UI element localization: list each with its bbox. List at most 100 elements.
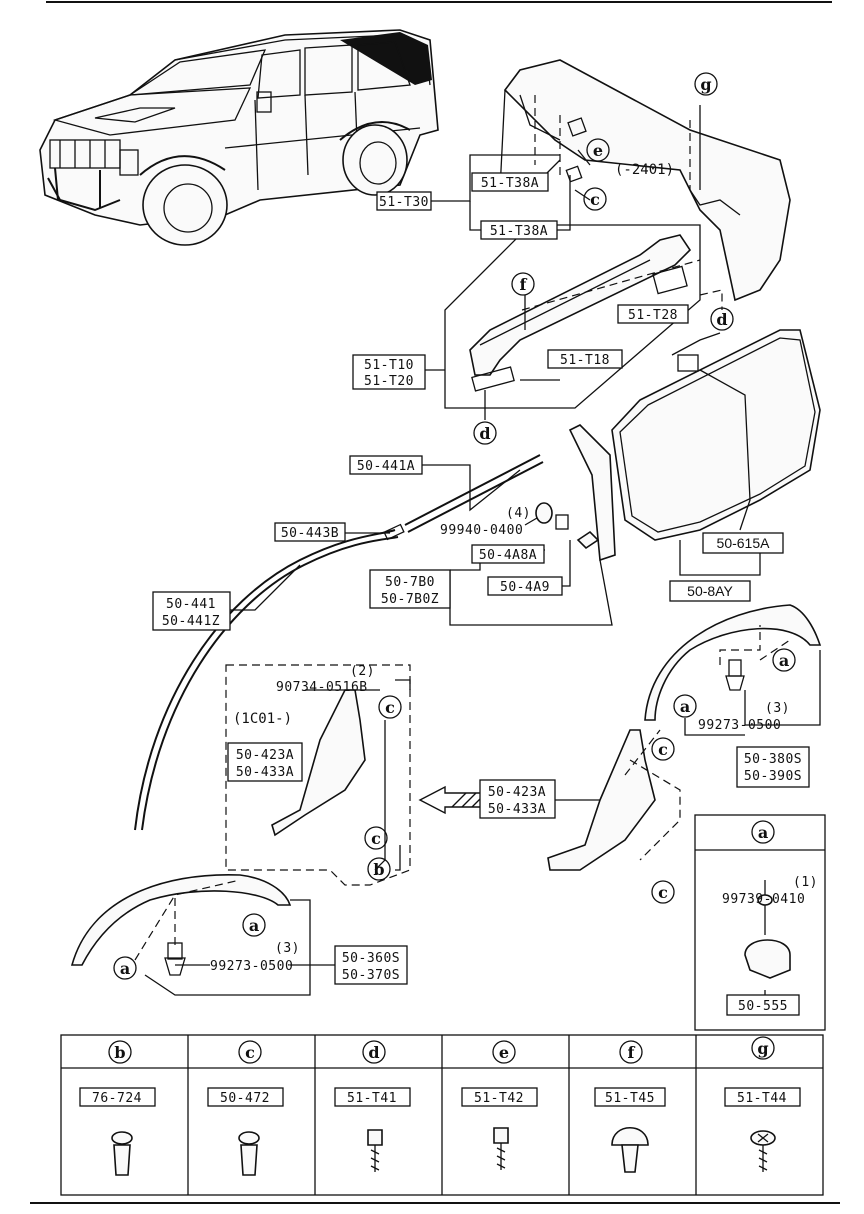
label-50-4a8a: 50-4A8A <box>479 548 537 563</box>
label-51-t18: 51-T18 <box>560 353 610 368</box>
label-50-4a9: 50-4A9 <box>500 580 550 595</box>
table-label-51-t45: 51-T45 <box>605 1091 655 1106</box>
label-50-380s: 50-380S <box>744 752 802 767</box>
label-50-7b0: 50-7B0 <box>385 575 435 590</box>
label-qty-4: (4) <box>506 506 531 521</box>
label-50-360s: 50-360S <box>342 951 400 966</box>
label-50-423a-box: 50-423A <box>236 748 294 763</box>
table-header-c: c <box>238 1040 262 1064</box>
label-50-441: 50-441 <box>166 597 216 612</box>
label-51-t20: 51-T20 <box>364 374 414 389</box>
table-header-e: e <box>492 1040 516 1064</box>
label-50-423a: 50-423A <box>488 785 546 800</box>
svg-text:c: c <box>371 829 381 848</box>
callout-a-upper-left: a <box>673 694 697 718</box>
label-50-7b0z: 50-7B0Z <box>381 592 439 607</box>
svg-text:g: g <box>757 1039 768 1058</box>
label-50-443b: 50-443B <box>281 526 339 541</box>
label-99273-0500-lower: 99273-0500 <box>210 959 293 974</box>
vehicle-illustration <box>39 29 439 246</box>
label-50-615a: 50-615A <box>717 535 771 551</box>
part-labels: 51-T30 51-T38A 51-T38A (-2401) 51-T28 51… <box>79 162 818 1107</box>
label-51-t10: 51-T10 <box>364 358 414 373</box>
label-50-8ay: 50-8AY <box>687 583 733 599</box>
svg-text:a: a <box>680 697 690 716</box>
label-51-t38a-lower: 51-T38A <box>490 224 548 239</box>
label-50-555: 50-555 <box>738 999 788 1014</box>
table-label-50-472: 50-472 <box>220 1091 270 1106</box>
clip-c-drawing <box>238 1131 260 1176</box>
label-51-t38a-upper: 51-T38A <box>481 176 539 191</box>
callout-a-lower-left: a <box>113 956 137 980</box>
front-wheel-arch-molding <box>70 874 292 976</box>
label-qty-3-lower: (3) <box>275 941 300 956</box>
svg-text:d: d <box>716 310 727 329</box>
svg-text:d: d <box>479 424 490 443</box>
leader-lines <box>144 105 821 1000</box>
pillar-garnish <box>568 424 616 562</box>
svg-text:c: c <box>658 883 668 902</box>
callout-a-upper-right: a <box>772 648 796 672</box>
callout-f: f <box>511 272 535 296</box>
screw-g-drawing <box>750 1130 776 1172</box>
svg-text:f: f <box>520 275 528 294</box>
svg-text:f: f <box>628 1043 636 1062</box>
roof-rail-group <box>444 224 723 409</box>
callout-c-mud-top: c <box>651 737 675 761</box>
inset-box-a <box>694 814 826 1031</box>
table-label-76-724: 76-724 <box>92 1091 142 1106</box>
svg-text:c: c <box>385 698 395 717</box>
table-label-51-t44: 51-T44 <box>737 1091 787 1106</box>
callout-c-box-bottom: c <box>364 826 388 850</box>
label-qty-1: (1) <box>793 875 818 890</box>
table-label-51-t41: 51-T41 <box>347 1091 397 1106</box>
label-99940-0400: 99940-0400 <box>440 523 523 538</box>
clip-b-drawing <box>111 1131 133 1176</box>
svg-text:c: c <box>590 190 600 209</box>
rear-roof-panel <box>499 59 791 302</box>
label-51-t28: 51-T28 <box>628 308 678 323</box>
rear-wheel-arch-molding <box>644 604 822 721</box>
svg-text:a: a <box>758 823 768 842</box>
svg-text:b: b <box>114 1043 125 1062</box>
label-99739-0410: 99739-0410 <box>722 892 805 907</box>
mudguard-right <box>547 729 681 871</box>
label-50-433a: 50-433A <box>488 802 546 817</box>
label-50-390s: 50-390S <box>744 769 802 784</box>
callout-letters: g e c f d d a a c c b c c a a a b c d e … <box>108 72 796 1064</box>
label-50-370s: 50-370S <box>342 968 400 983</box>
svg-text:a: a <box>779 651 789 670</box>
svg-text:e: e <box>499 1043 509 1062</box>
quarter-window-glass <box>611 329 821 541</box>
label-2401: (-2401) <box>615 162 674 178</box>
callout-e-top: e <box>586 138 610 162</box>
svg-text:b: b <box>373 860 384 879</box>
svg-text:c: c <box>658 740 668 759</box>
svg-text:d: d <box>368 1043 379 1062</box>
callout-a-lower-right: a <box>242 913 266 937</box>
table-header-d: d <box>362 1040 386 1064</box>
table-header-f: f <box>619 1040 643 1064</box>
label-50-441z: 50-441Z <box>162 614 220 629</box>
label-90734-0516b: 90734-0516B <box>276 680 368 695</box>
callout-b-box: b <box>367 857 391 881</box>
screw-d-drawing <box>367 1129 383 1172</box>
svg-text:g: g <box>700 75 711 94</box>
svg-text:e: e <box>593 141 603 160</box>
callout-c-box-top: c <box>378 695 402 719</box>
drip-molding <box>134 454 544 831</box>
label-50-433a-box: 50-433A <box>236 765 294 780</box>
callout-d-lower: d <box>473 421 497 445</box>
label-99273-0500-upper: 99273-0500 <box>698 718 781 733</box>
table-header-g: g <box>751 1036 775 1060</box>
clip-f-drawing <box>611 1126 649 1173</box>
callout-c-top: c <box>583 187 607 211</box>
svg-text:a: a <box>249 916 259 935</box>
label-50-441a: 50-441A <box>357 459 415 474</box>
label-1c01: (1C01-) <box>233 711 292 727</box>
label-qty-2: (2) <box>350 664 375 679</box>
callout-g-top: g <box>694 72 718 96</box>
small-hardware <box>535 502 600 550</box>
label-qty-3-upper: (3) <box>765 701 790 716</box>
